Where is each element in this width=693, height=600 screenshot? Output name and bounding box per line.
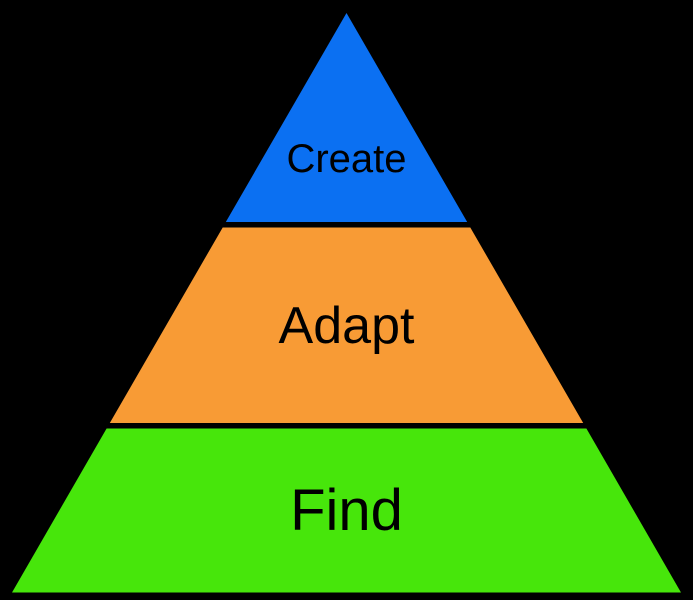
pyramid-level-create	[225, 13, 468, 222]
pyramid-label-find: Find	[290, 478, 403, 543]
pyramid-label-create: Create	[286, 137, 406, 181]
pyramid-level-adapt	[109, 227, 584, 423]
pyramid-label-adapt: Adapt	[279, 297, 415, 355]
pyramid-level-find	[12, 428, 681, 593]
